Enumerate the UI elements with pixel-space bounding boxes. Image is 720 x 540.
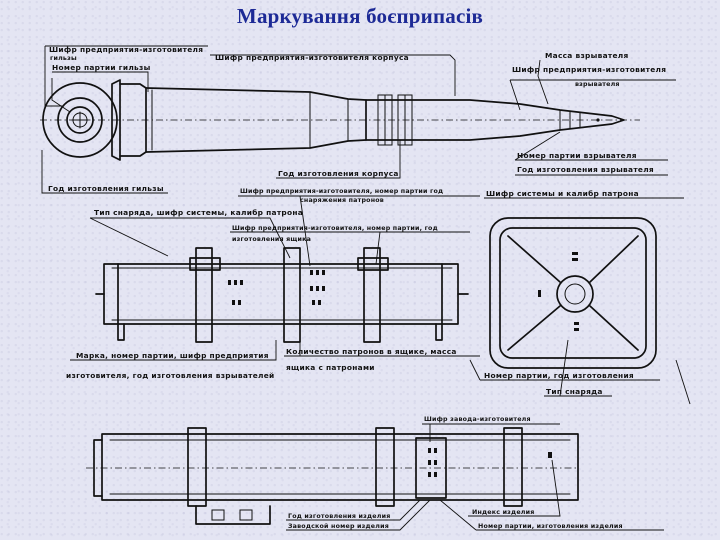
ammo-box-leaders	[70, 195, 684, 361]
label-end-lot: Номер партии, год изготовления	[484, 371, 634, 380]
label-top-a2: снаряжения патронов	[300, 197, 384, 204]
label-fuze-lot: Номер партии взрывателя	[517, 151, 637, 160]
cartridge-drawing	[40, 79, 640, 161]
label-fuze-maker: Шифр предприятия-изготовителя	[512, 65, 666, 74]
label-case-lot: Номер партии гильзы	[52, 63, 151, 72]
label-gun-type: Тип снаряда, шифр системы, калибр патрон…	[94, 208, 303, 217]
label-fuze-maker-2: взрывателя	[575, 81, 620, 88]
label-count-mass: Количество патронов в ящике, масса	[286, 347, 457, 356]
ammo-box-end-leaders	[469, 339, 691, 405]
label-container-maker: Шифр завода-изготовителя	[424, 415, 531, 423]
label-system-caliber: Шифр системы и калибр патрона	[486, 189, 639, 198]
label-case-year: Год изготовления гильзы	[48, 184, 164, 193]
container-drawing	[86, 427, 579, 525]
label-case-maker-2: гильзы	[50, 55, 77, 62]
label-fuze-year: Год изготовления взрывателя	[517, 165, 654, 174]
label-container-year: Год изготовления изделия	[288, 513, 390, 520]
ammo-box-side	[95, 247, 469, 343]
label-body-maker: Шифр предприятия-изготовителя корпуса	[215, 53, 409, 62]
label-count-mass2: ящика с патронами	[286, 363, 375, 372]
label-container-lot-year: Номер партии, изготовления изделия	[478, 523, 623, 530]
label-case-maker: Шифр предприятия-изготовителя	[49, 45, 203, 54]
label-container-index: Индекс изделия	[472, 509, 534, 516]
label-top-a: Шифр предприятия-изготовителя, номер пар…	[240, 187, 443, 195]
label-container-factory-no: Заводской номер изделия	[288, 522, 389, 530]
cartridge-leaders	[41, 45, 676, 194]
label-top-b2: изготовления ящика	[232, 236, 311, 243]
container-leaders	[286, 423, 664, 531]
label-top-b: Шифр предприятия-изготовителя, номер пар…	[232, 224, 438, 232]
label-body-year: Год изготовления корпуса	[278, 169, 399, 178]
slide-title: Маркування боєприпасів	[236, 4, 484, 28]
case-base-disk	[42, 82, 118, 158]
ammo-box-end	[489, 217, 657, 369]
label-charge-mass: Масса взрывателя	[545, 51, 629, 60]
label-end-type: Тип снаряда	[546, 387, 603, 396]
label-lot-left: Марка, номер партии, шифр предприятия	[76, 351, 269, 360]
label-lot-left2: изготовителя, год изготовления взрывател…	[66, 371, 275, 380]
